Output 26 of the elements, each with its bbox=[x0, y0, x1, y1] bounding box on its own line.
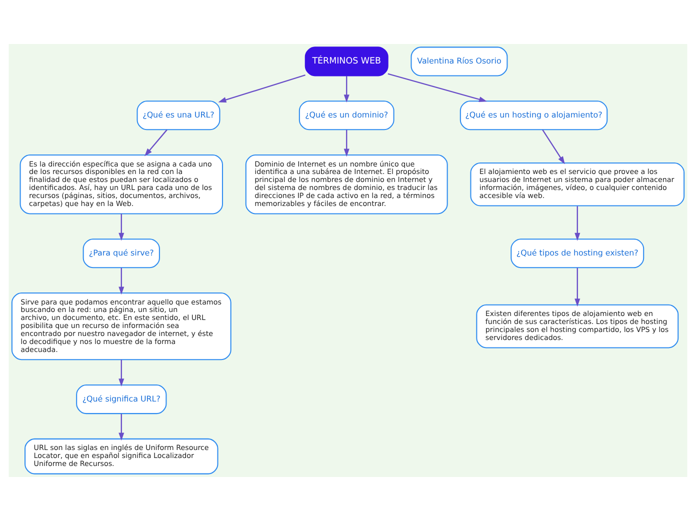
arrow bbox=[218, 74, 306, 102]
node-box: ¿Qué tipos de hosting existen? bbox=[510, 238, 644, 268]
arrow bbox=[118, 267, 124, 294]
arrow bbox=[118, 213, 124, 240]
arrow bbox=[574, 206, 580, 240]
node-box: Existen diferentes tipos de alojamiento web en función de sus características. Los tipos de hosting principales son el hosting compartido, los VPS y los servidores dedicados. bbox=[476, 304, 679, 348]
arrow bbox=[388, 72, 488, 102]
node-box: El alojamiento web es el servicio que provee a los usuarios de Internet un sistema para poder almacenar información, imágenes, vídeo, o cualquier contenido accesible vía web. bbox=[470, 162, 685, 206]
arrow bbox=[344, 76, 350, 102]
node-box: Dominio de Internet es un nombre único que identifica a una subárea de Internet. El propósito principal de los nombres de dominio en Internet y del sistema de nombres de dominio, es traducir las direcciones IP de cada activo en la red, a términos memorizables y fáciles de encontrar. bbox=[245, 154, 448, 214]
node-box: Sirve para que podamos encontrar aquello que estamos buscando en la red: una página, un sitio, un archivo, un documento, etc. En este sentido, el URL posibilita que un recurso de información sea encontrado por nuestro navegador de internet, y éste lo decodifique y nos lo muestre de la forma adecuada. bbox=[11, 292, 232, 360]
arrow bbox=[144, 128, 168, 156]
node-box: ¿Qué es un dominio? bbox=[298, 100, 394, 130]
node-box: TÉRMINOS WEB bbox=[304, 46, 388, 76]
node-box: ¿Qué significa URL? bbox=[76, 384, 167, 414]
node-box: URL son las siglas en inglés de Uniform Resource Locator, que en español significa Localizador Uniforme de Recursos. bbox=[24, 438, 218, 474]
node-box: ¿Para qué sirve? bbox=[82, 238, 160, 268]
node-box: ¿Qué es una URL? bbox=[136, 100, 220, 130]
node-box: ¿Qué es un hosting o alojamiento? bbox=[460, 100, 608, 130]
node-box: Valentina Ríos Osorio bbox=[410, 46, 508, 76]
arrow bbox=[118, 413, 124, 440]
arrow bbox=[542, 128, 565, 164]
arrow bbox=[118, 359, 124, 386]
arrow bbox=[574, 267, 580, 306]
node-box: Es la dirección específica que se asigna a cada uno de los recursos disponibles en la red con la finalidad de que estos puedan ser localizados o identificados. Así, hay un URL para cada uno de los recursos (páginas, sitios, documentos, archivos, carpetas) que hay en la Web. bbox=[20, 154, 224, 214]
arrow bbox=[344, 129, 350, 156]
